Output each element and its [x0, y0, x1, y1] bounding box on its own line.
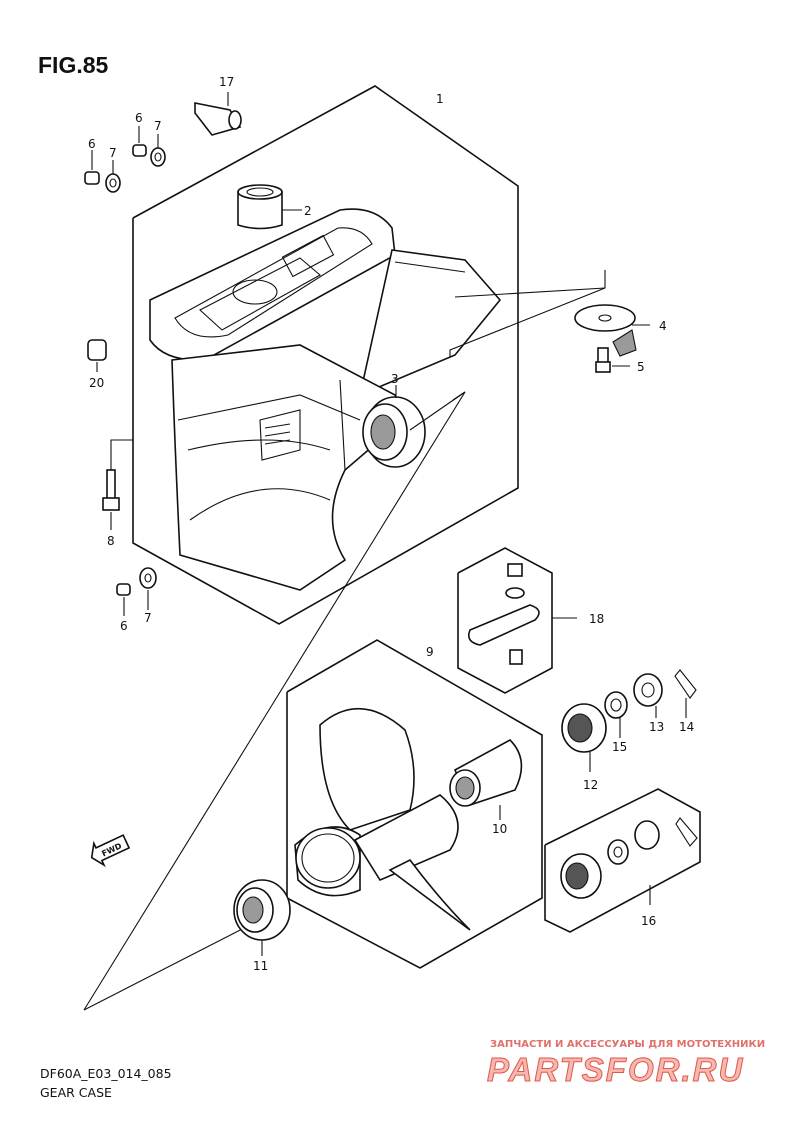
callout-numbers: 1 2 3 4 5 6 6 6 7 7 7 8 9 10 11 12 13 14… [88, 75, 694, 973]
callout-11: 11 [253, 959, 268, 973]
callout-7: 7 [154, 119, 162, 133]
figure-title: FIG.85 [38, 52, 109, 78]
callout-20: 20 [89, 376, 104, 390]
callout-14: 14 [679, 720, 694, 734]
anode-frame [449, 270, 606, 358]
callout-15: 15 [612, 740, 627, 754]
thrust-bushing-part-11[interactable] [233, 879, 291, 956]
callout-12: 12 [583, 778, 598, 792]
anode-part-4[interactable] [574, 304, 650, 357]
callout-16: 16 [641, 914, 656, 928]
nut-part-13[interactable] [633, 673, 663, 718]
bolt-part-5[interactable] [595, 347, 630, 373]
footer-name: GEAR CASE [40, 1085, 112, 1100]
footer-code: DF60A_E03_014_085 [40, 1066, 172, 1081]
callout-9: 9 [426, 645, 434, 659]
washer-part-15[interactable] [604, 691, 628, 738]
spacer-part-10[interactable] [449, 739, 523, 820]
kit-frame-18 [457, 547, 577, 694]
callout-3: 3 [391, 372, 399, 386]
bolt-part-6-mid[interactable] [132, 126, 147, 157]
bolt-part-6-top[interactable] [84, 150, 100, 185]
washer-part-7-low[interactable] [139, 567, 157, 610]
watermark-logo: PARTSFOR.RU [487, 1051, 744, 1088]
propeller-frame [286, 639, 543, 969]
cotter-pin-part-14[interactable] [674, 669, 697, 718]
kit-part-16[interactable] [560, 817, 698, 899]
plug-part-17[interactable] [194, 92, 242, 136]
washer-part-7-top[interactable] [105, 160, 121, 193]
bearing-part-3[interactable] [362, 385, 426, 468]
callout-6: 6 [120, 619, 128, 633]
gear-case-housing[interactable] [149, 208, 502, 591]
bushing-part-2[interactable] [237, 184, 302, 230]
watermark-caption: ЗАПЧАСТИ И АКСЕССУАРЫ ДЛЯ МОТОТЕХНИКИ [490, 1039, 765, 1050]
callout-5: 5 [637, 360, 645, 374]
spacer-part-12[interactable] [561, 703, 607, 772]
gear-case-frame [132, 85, 519, 625]
kit-frame-16 [544, 788, 701, 933]
callout-18: 18 [589, 612, 604, 626]
callout-7: 7 [109, 146, 117, 160]
callout-17: 17 [219, 75, 234, 89]
callout-13: 13 [649, 720, 664, 734]
propeller-part-9[interactable] [294, 707, 471, 931]
washer-part-7-mid[interactable] [150, 134, 166, 167]
callout-4: 4 [659, 319, 667, 333]
bolt-part-8[interactable] [102, 439, 133, 530]
callout-6: 6 [88, 137, 96, 151]
callout-1: 1 [436, 92, 444, 106]
fwd-direction-arrow: FWD [90, 834, 131, 868]
callout-7: 7 [144, 611, 152, 625]
callout-6: 6 [135, 111, 143, 125]
nut-part-20[interactable] [87, 339, 107, 372]
bolt-part-6-low[interactable] [116, 583, 131, 616]
callout-10: 10 [492, 822, 507, 836]
callout-2: 2 [304, 204, 312, 218]
guide-lines [83, 391, 466, 1011]
callout-8: 8 [107, 534, 115, 548]
kit-part-18[interactable] [467, 563, 540, 665]
